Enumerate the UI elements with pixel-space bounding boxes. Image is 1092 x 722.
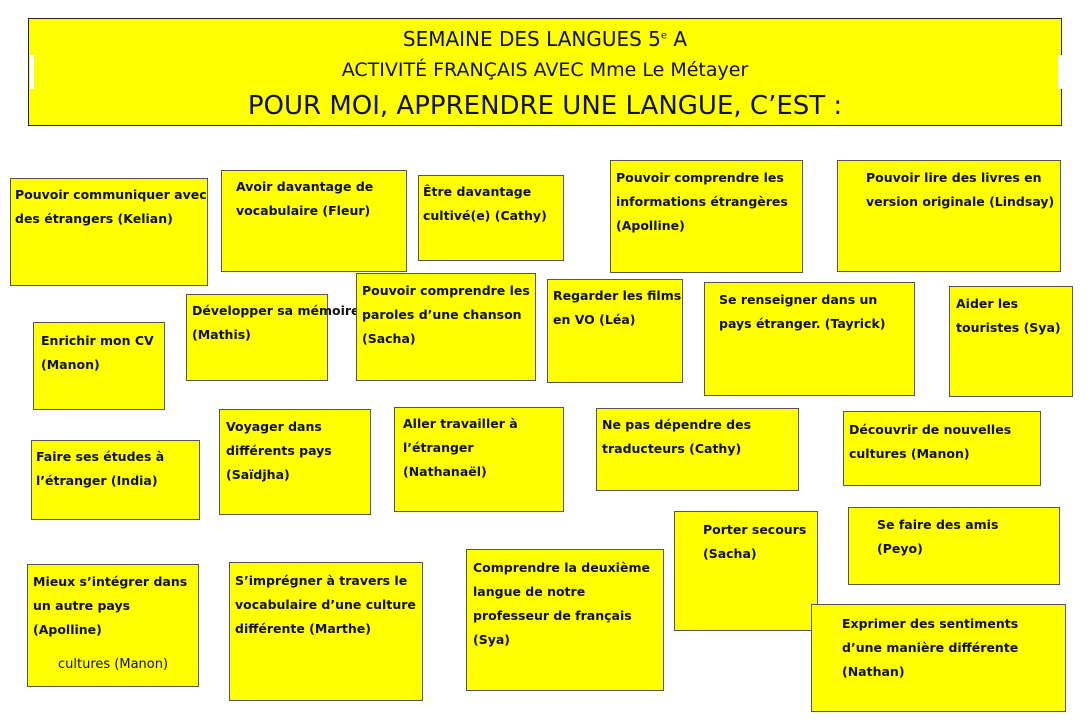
sticky-note: Aider les touristes (Sya) [949, 286, 1073, 397]
stray-text: cultures (Manon) [58, 657, 169, 672]
sticky-note: Se faire des amis (Peyo) [848, 507, 1060, 585]
sticky-note: Ne pas dépendre des traducteurs (Cathy) [596, 408, 799, 491]
title-line-1: SEMAINE DES LANGUES 5e A [402, 27, 688, 51]
sticky-note: S’imprégner à travers le vocabulaire d’u… [229, 562, 423, 701]
sticky-note: Avoir davantage de vocabulaire (Fleur) [221, 170, 407, 272]
sticky-note: Comprendre la deuxième langue de notre p… [466, 549, 664, 691]
sticky-note: Porter secours (Sacha) [674, 511, 818, 631]
title-line-2: ACTIVITÉ FRANÇAIS AVEC Mme Le Métayer [341, 59, 749, 81]
sticky-note: Faire ses études à l’étranger (India) [31, 440, 200, 520]
sticky-note: Mieux s’intégrer dans un autre pays (Apo… [27, 564, 199, 687]
title-line-3: POUR MOI, APPRENDRE UNE LANGUE, C’EST : [247, 91, 843, 121]
sticky-note: Être davantage cultivé(e) (Cathy) [418, 175, 564, 261]
edge-artifact [1058, 55, 1062, 89]
sticky-note: Pouvoir lire des livres en version origi… [837, 160, 1061, 272]
sticky-note: Développer sa mémoire (Mathis) [186, 294, 360, 381]
sticky-note: Voyager dans différents pays (Saïdjha) [219, 409, 371, 515]
sticky-note: Enrichir mon CV (Manon) [33, 322, 165, 410]
sticky-note: Exprimer des sentiments d’une manière di… [811, 604, 1066, 712]
edge-artifact [30, 55, 34, 89]
title-banner: SEMAINE DES LANGUES 5e A ACTIVITÉ FRANÇA… [28, 18, 1062, 126]
sticky-note: Pouvoir comprendre les paroles d’une cha… [356, 273, 536, 381]
sticky-note: Se renseigner dans un pays étranger. (Ta… [704, 282, 915, 396]
sticky-note: Aller travailler à l’étranger (Nathanaël… [394, 407, 564, 512]
sticky-note: Découvrir de nouvelles cultures (Manon) [843, 411, 1041, 486]
sticky-note: Regarder les films en VO (Léa) [547, 279, 683, 383]
sticky-note: Pouvoir comprendre les informations étra… [610, 160, 803, 273]
sticky-note: Pouvoir communiquer avec des étrangers (… [10, 178, 208, 286]
